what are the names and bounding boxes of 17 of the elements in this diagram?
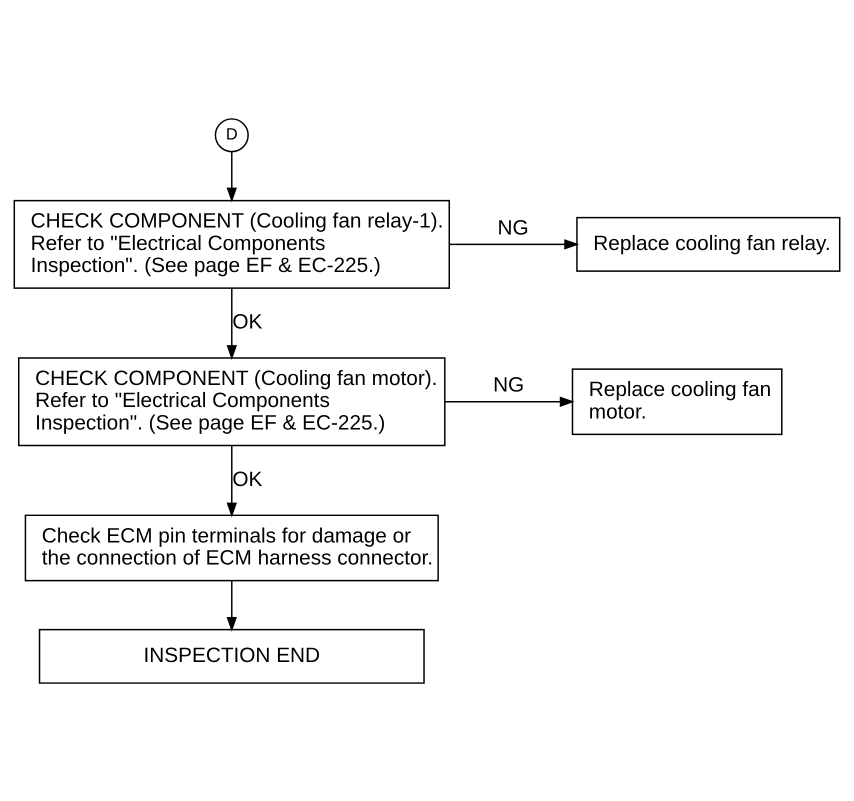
arrow [450, 238, 580, 250]
node-box: Check ECM pin terminals for damage or the connection of ECM harness connector. [24, 514, 439, 581]
arrow [226, 445, 237, 517]
arrow [226, 580, 237, 632]
node-circle: D [214, 118, 249, 152]
node-box: CHECK COMPONENT (Cooling fan motor). Refer to "Electrical Components Inspection". (See page EF & EC-225.) [18, 356, 446, 446]
edge-label: OK [232, 467, 262, 490]
edge-label: OK [232, 310, 262, 334]
node-box: INSPECTION END [38, 628, 425, 684]
edge-label: NG [493, 373, 524, 396]
arrow [445, 396, 575, 406]
edge-label: NG [498, 216, 529, 239]
node-box: Replace cooling fan relay. [576, 216, 840, 272]
arrow [226, 288, 237, 360]
node-box: CHECK COMPONENT (Cooling fan relay-1). Refer to "Electrical Components Inspection". (See page EF & EC-225.) [14, 199, 450, 288]
arrow [226, 151, 237, 202]
node-box: Replace cooling fan motor. [572, 368, 783, 435]
